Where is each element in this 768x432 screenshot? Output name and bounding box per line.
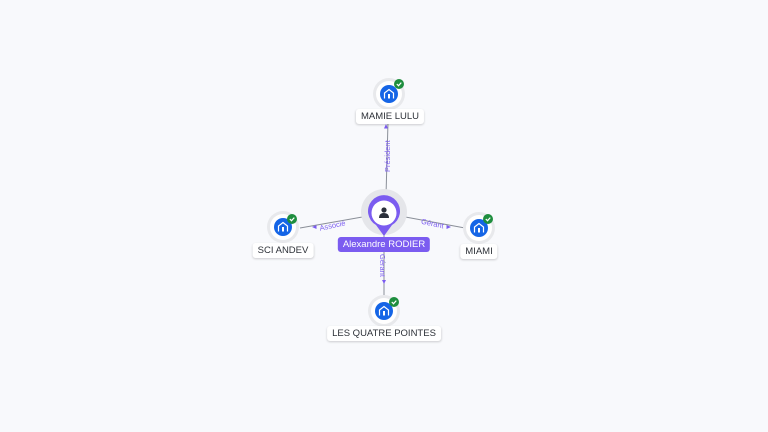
- company-label-miami[interactable]: MIAMI: [460, 244, 498, 259]
- person-icon: [379, 207, 389, 218]
- verified-badge-icon: [483, 214, 493, 224]
- verified-badge-icon: [389, 297, 399, 307]
- edge-associe: [299, 215, 369, 229]
- arrow-associe: [312, 225, 317, 229]
- building-icon: [383, 88, 395, 99]
- arrow-gerant-miami: [446, 225, 451, 229]
- edge-label-gerant-miami: Gérant: [420, 217, 445, 231]
- building-icon: [277, 221, 289, 232]
- edge-label-associe: Associé: [319, 218, 347, 232]
- building-icon: [378, 305, 390, 316]
- verified-badge-icon: [287, 214, 297, 224]
- company-label-les-quatre-pointes[interactable]: LES QUATRE POINTES: [327, 326, 441, 341]
- arrow-gerant-quatre-pointes: [382, 280, 386, 284]
- edge-label-gerant-quatre-pointes: Gérant: [378, 254, 387, 278]
- edge-president: [385, 121, 389, 197]
- company-node-sci-andev[interactable]: [267, 211, 299, 243]
- company-label-mamie-lulu[interactable]: MAMIE LULU: [355, 109, 425, 124]
- company-label-sci-andev[interactable]: SCI ANDEV: [252, 243, 314, 258]
- company-node-mamie-lulu[interactable]: [373, 78, 405, 110]
- arrow-president: [384, 124, 388, 129]
- center-person-node[interactable]: [361, 189, 407, 236]
- verified-badge-icon: [394, 79, 404, 89]
- building-icon: [473, 222, 485, 233]
- company-node-les-quatre-pointes[interactable]: [368, 295, 400, 327]
- edge-gerant-miami: [399, 215, 466, 229]
- center-person-label[interactable]: Alexandre RODIER: [337, 237, 431, 252]
- edge-label-president: Président: [383, 139, 392, 172]
- company-node-miami[interactable]: [463, 212, 495, 244]
